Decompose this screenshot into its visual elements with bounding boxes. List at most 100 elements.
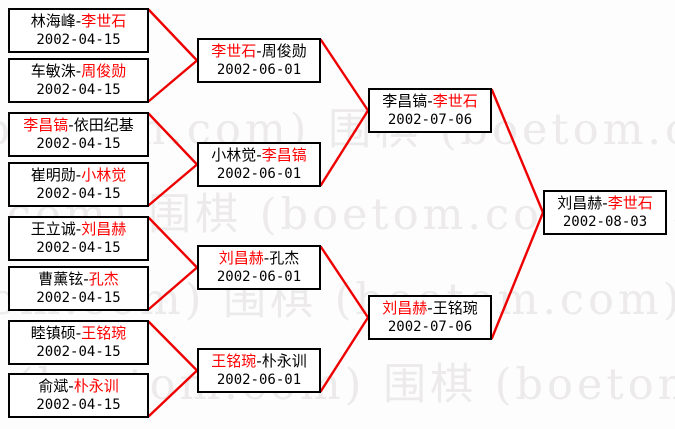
player-left: 林海峰 xyxy=(30,11,76,30)
match-date: 2002-06-01 xyxy=(216,268,302,285)
player-left: 刘昌赫 xyxy=(557,193,603,212)
player-separator: - xyxy=(427,298,433,317)
match-players: 刘昌赫-孔杰 xyxy=(219,249,299,268)
match-date: 2002-07-06 xyxy=(387,111,473,128)
player-right: 朴永训 xyxy=(73,376,119,395)
player-left: 俞斌 xyxy=(38,376,69,395)
player-left: 睦镇硕 xyxy=(30,323,76,342)
player-separator: - xyxy=(75,11,82,30)
player-left: 李世石 xyxy=(211,41,257,60)
player-left: 刘昌赫 xyxy=(218,248,264,267)
player-right: 李世石 xyxy=(607,193,653,212)
match-players: 小林觉-李昌镐 xyxy=(211,146,306,165)
player-left: 小林觉 xyxy=(211,145,257,164)
match-players: 崔明勋-小林觉 xyxy=(31,166,126,185)
match-players: 车敏洙-周俊勋 xyxy=(31,62,126,81)
connector-line xyxy=(147,369,199,418)
player-left: 车敏洙 xyxy=(30,61,76,80)
watermark-text: 围棋 (boetom.com) 围棋 (boetom.com) 围棋 (boet… xyxy=(0,418,675,429)
player-right: 孔杰 xyxy=(88,269,119,288)
match-players: 王铭琬-朴永训 xyxy=(211,352,306,371)
connector-line xyxy=(319,109,370,187)
match-players: 睦镇硕-王铭琬 xyxy=(31,324,126,343)
player-separator: - xyxy=(427,91,433,110)
player-right: 刘昌赫 xyxy=(81,219,127,238)
connector-line xyxy=(147,216,199,269)
match-players: 李昌镐-李世石 xyxy=(382,92,477,111)
connector-line xyxy=(147,163,199,207)
player-left: 李昌镐 xyxy=(382,91,428,110)
player-separator: - xyxy=(83,269,89,288)
player-left: 李昌镐 xyxy=(23,115,69,134)
match-players: 林海峰-李世石 xyxy=(31,12,126,31)
connector-line xyxy=(147,266,199,311)
player-right: 周俊勋 xyxy=(81,61,127,80)
match-players: 李昌镐-依田纪基 xyxy=(23,116,133,135)
player-separator: - xyxy=(68,376,74,395)
player-right: 孔杰 xyxy=(269,248,300,267)
match-players: 刘昌赫-李世石 xyxy=(557,194,652,213)
player-left: 刘昌赫 xyxy=(382,298,428,317)
match-date: 2002-06-01 xyxy=(216,371,302,388)
player-separator: - xyxy=(75,219,82,238)
match-date: 2002-07-06 xyxy=(387,318,473,335)
match-date: 2002-06-01 xyxy=(216,165,302,182)
match-date: 2002-04-15 xyxy=(36,81,121,98)
player-left: 崔明勋 xyxy=(30,165,76,184)
match-date: 2002-06-01 xyxy=(216,61,302,78)
match-date: 2002-04-15 xyxy=(36,135,121,152)
player-separator: - xyxy=(75,61,82,80)
connector-line xyxy=(490,88,545,214)
player-separator: - xyxy=(263,248,270,267)
match-date: 2002-08-03 xyxy=(562,213,648,230)
player-right: 李世石 xyxy=(81,11,127,30)
player-separator: - xyxy=(75,323,82,342)
player-separator: - xyxy=(75,165,82,184)
connector-line xyxy=(147,59,199,103)
player-right: 王铭琬 xyxy=(432,298,478,317)
player-separator: - xyxy=(68,115,74,134)
connector-line xyxy=(147,320,199,372)
connector-line xyxy=(319,316,370,393)
connector-line xyxy=(490,211,545,340)
match-date: 2002-04-15 xyxy=(36,396,121,413)
match-players: 李世石-周俊勋 xyxy=(211,42,306,61)
player-separator: - xyxy=(602,193,608,212)
player-separator: - xyxy=(256,41,262,60)
connector-line xyxy=(319,38,370,112)
match-date: 2002-04-15 xyxy=(36,289,121,306)
connector-line xyxy=(147,112,199,166)
player-right: 王铭琬 xyxy=(81,323,127,342)
match-date: 2002-04-15 xyxy=(36,31,121,48)
match-date: 2002-04-15 xyxy=(36,239,121,256)
player-right: 依田纪基 xyxy=(73,115,134,134)
player-separator: - xyxy=(256,351,262,370)
player-right: 李世石 xyxy=(432,91,478,110)
match-players: 王立诚-刘昌赫 xyxy=(31,220,126,239)
player-left: 曹薰铉 xyxy=(38,269,84,288)
connector-line xyxy=(147,8,199,62)
connector-line xyxy=(319,245,370,319)
match-players: 俞斌-朴永训 xyxy=(38,377,118,396)
match-players: 曹薰铉-孔杰 xyxy=(38,270,118,289)
match-date: 2002-04-15 xyxy=(36,185,121,202)
match-date: 2002-04-15 xyxy=(36,343,121,360)
player-separator: - xyxy=(256,145,262,164)
player-right: 朴永训 xyxy=(261,351,307,370)
